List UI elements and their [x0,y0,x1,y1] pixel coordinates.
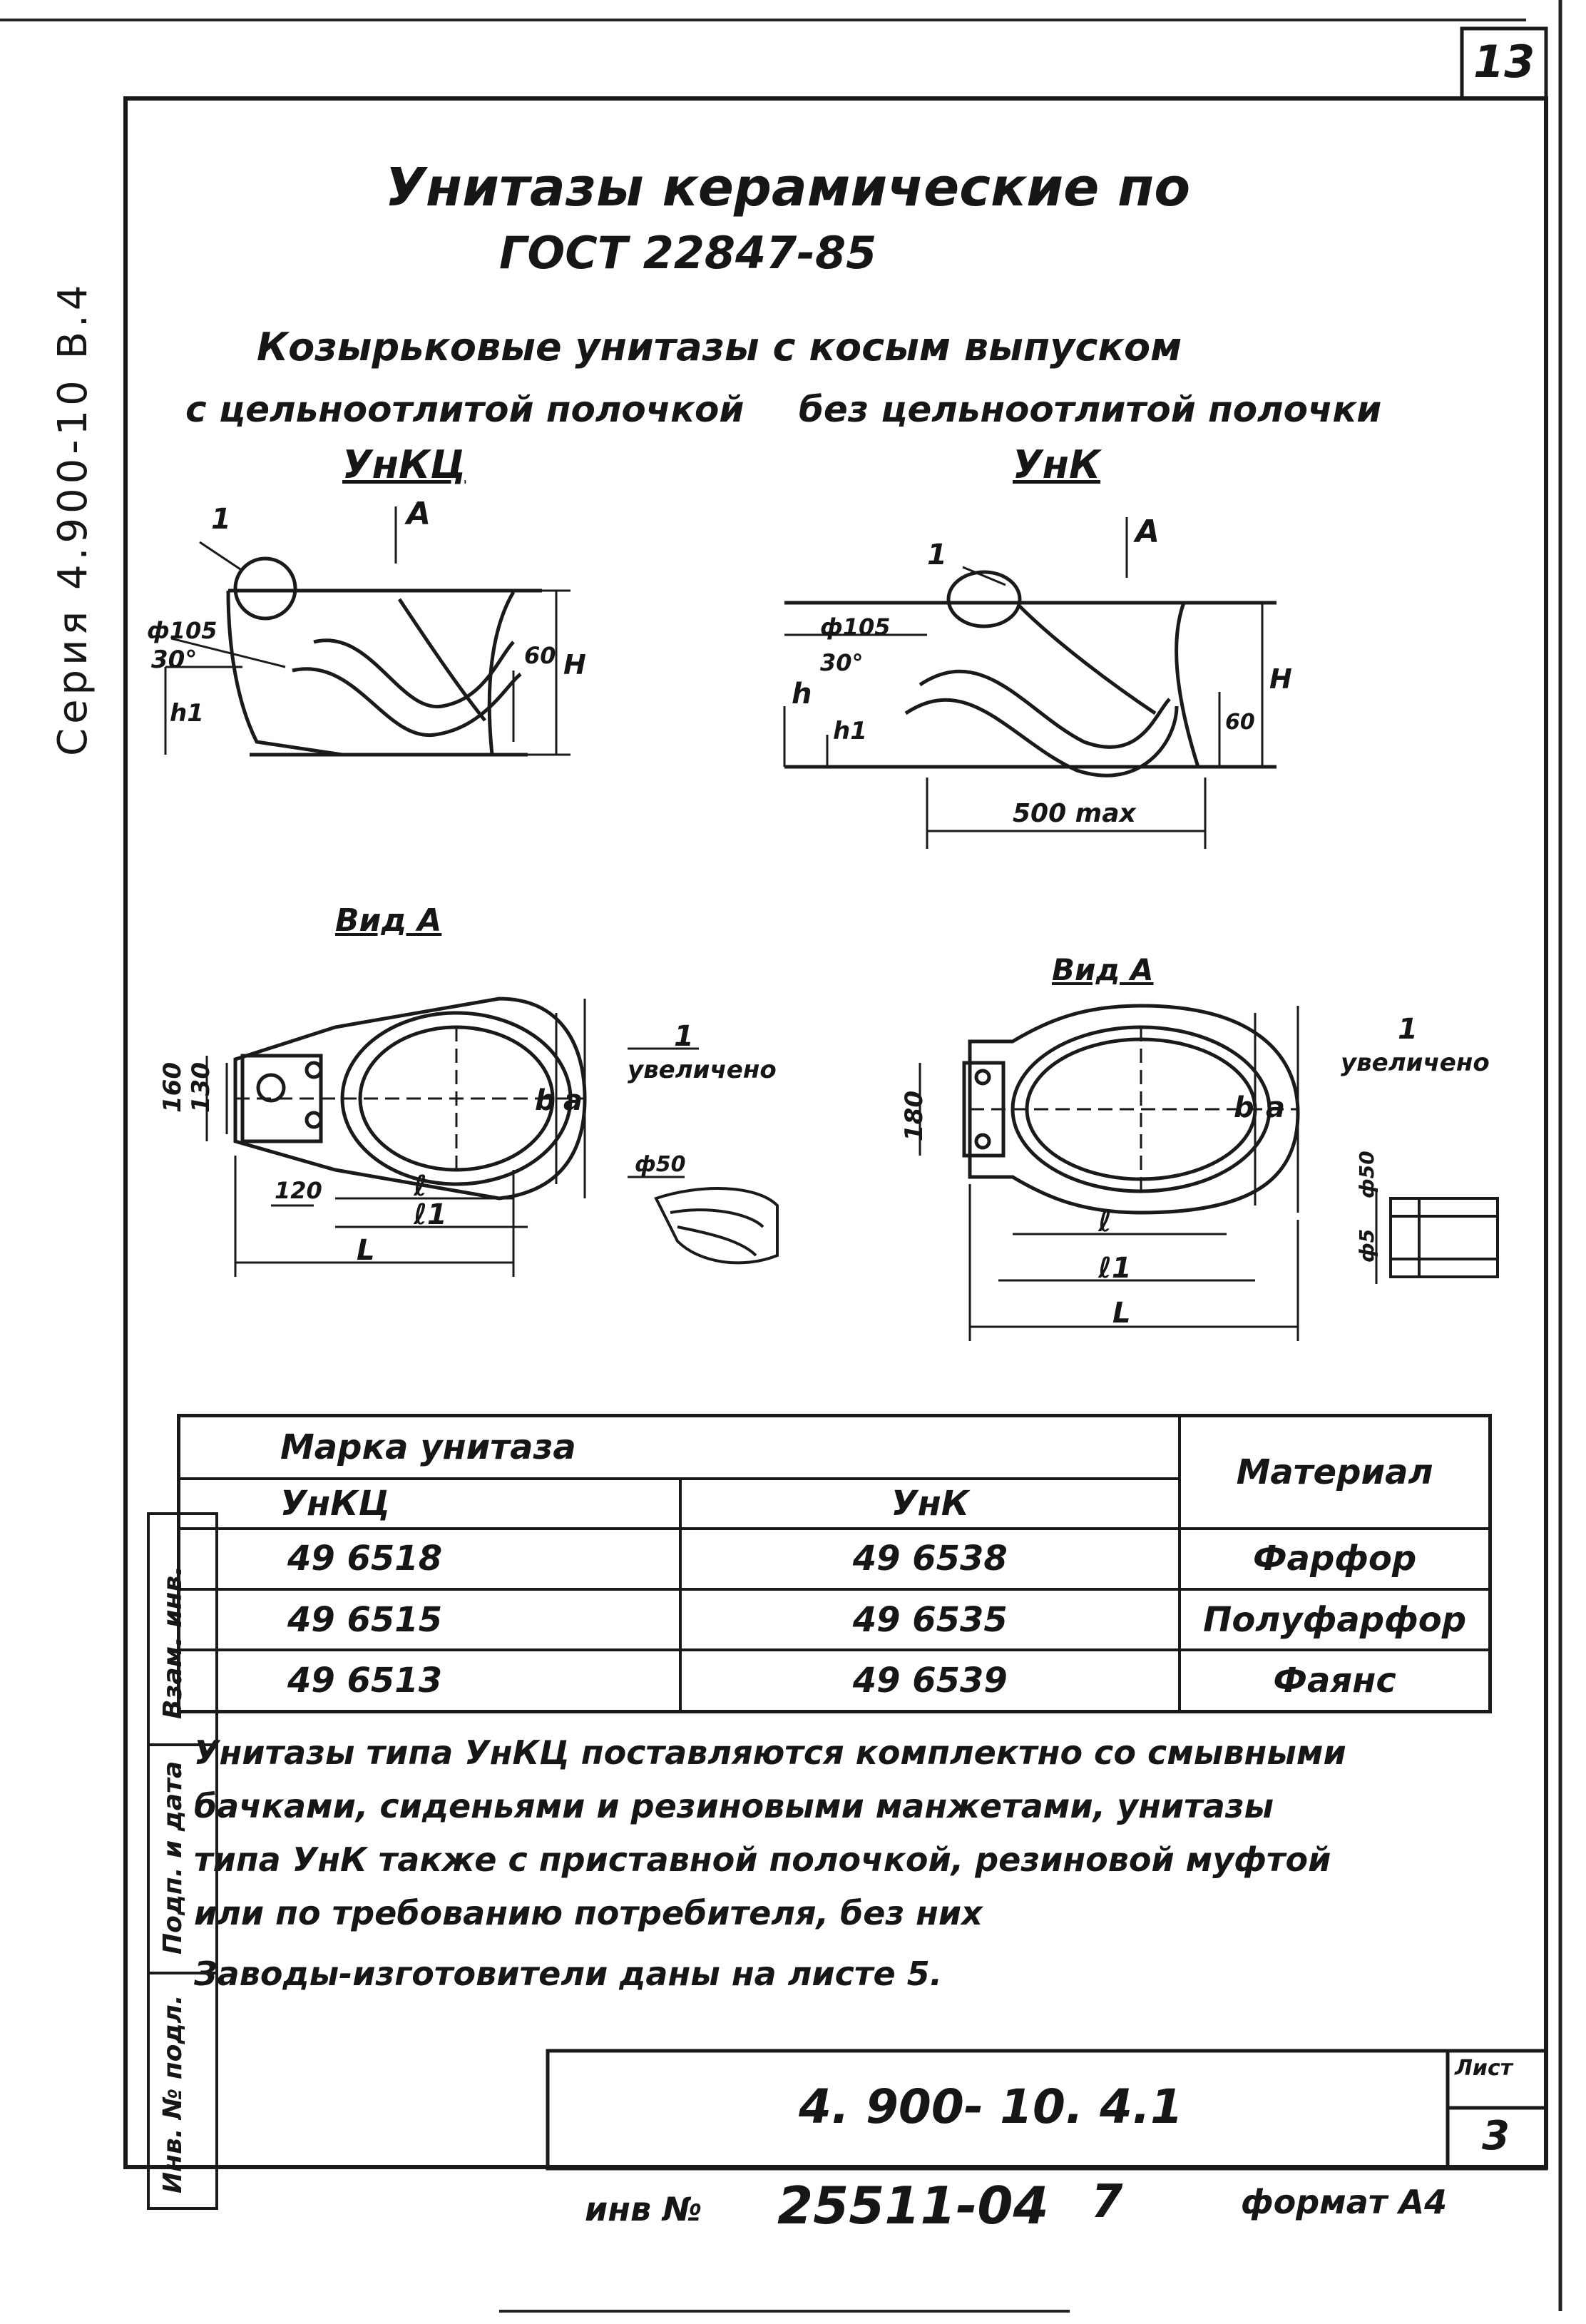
right-callout: 1 [927,539,947,571]
left-detail-scale: 1 [674,1020,694,1053]
left-dim-h1: h1 [170,699,204,728]
table-row: 49 6515 49 6535 Полуфарфор [177,1587,1492,1652]
table-header-material: Материал [1178,1414,1492,1530]
right-dim-L: L [1112,1297,1131,1330]
left-dim-diam: ф105 [147,617,218,644]
right-detail-scale: 1 [1398,1013,1418,1046]
left-side-view [164,506,571,757]
table-cell-material: Фарфор [1178,1527,1492,1591]
subtitle: Козырьковые унитазы с косым выпуском [257,325,1182,370]
table-row: 49 6518 49 6538 Фарфор [177,1527,1492,1591]
sheet-label: Лист [1455,2056,1513,2081]
left-dim-l1: ℓ1 [414,1198,447,1231]
table-cell-unkc: 49 6518 [177,1527,682,1591]
table-cell-unk: 49 6539 [679,1648,1182,1713]
right-plan-view [919,1004,1300,1341]
right-side-view [783,517,1277,849]
right-dim-180: 180 [900,1091,928,1141]
stamp-label: Инв. № подл. [158,1994,188,2193]
sheet-number: 13 [1473,36,1535,88]
right-dim-60: 60 [1225,710,1255,735]
page-title-standard: ГОСТ 22847-85 [499,227,877,279]
left-detail-dim: ф50 [635,1152,686,1177]
subtitle-left: с цельноотлитой полочкой [185,389,745,430]
right-detail-dim: ф50 [1355,1151,1378,1198]
table-cell-material: Полуфарфор [1178,1587,1492,1652]
right-detail-label: увеличено [1341,1049,1490,1077]
left-plan-view [205,997,587,1277]
left-dim-160: 160 [158,1062,187,1113]
footer-format: формат А4 [1241,2183,1448,2221]
note-line: Заводы-изготовители даны на листе 5. [194,1954,943,1993]
page-title: Унитазы керамические по [385,157,1191,218]
right-dim-angle: 30° [820,649,864,676]
left-dim-120: 120 [275,1177,322,1204]
left-dim-130: 130 [187,1062,215,1113]
right-detail-view [1375,1191,1499,1284]
right-dim-a: a [1266,1091,1285,1124]
left-dim-L: L [357,1234,375,1267]
left-dim-l: ℓ [414,1170,427,1203]
left-dim-angle: 30° [151,646,198,674]
note-line: или по требованию потребителя, без них [194,1894,983,1932]
right-dim-H: H [1269,663,1292,695]
stamp-label: Подп. и дата [158,1760,188,1954]
stamp-column [147,1512,218,2210]
right-section-mark: А [1135,514,1160,550]
left-section-mark: А [406,496,431,532]
document-code: 4. 900- 10. 4.1 [799,2079,1183,2134]
left-detail-view [628,1047,779,1265]
left-dim-a: a [563,1084,583,1117]
table-header-unk: УнК [679,1477,1182,1530]
table-header-unkc: УнКЦ [177,1477,682,1530]
footer-extra: 7 [1091,2176,1123,2228]
right-drawing-name: УнК [1013,442,1101,487]
right-dim-l: ℓ [1098,1206,1112,1238]
left-view-label: Вид А [335,902,442,939]
note-line: типа УнК также с приставной полочкой, ре… [194,1840,1331,1879]
sheet-value: 3 [1482,2113,1510,2159]
series-label: Серия 4.900-10 В.4 [50,280,96,756]
stamp-label: Взам. инв. [158,1566,188,1719]
left-dim-60: 60 [524,642,556,669]
table-row: 49 6513 49 6539 Фаянс [177,1648,1492,1713]
note-line: Унитазы типа УнКЦ поставляются комплектн… [194,1733,1346,1772]
table-header-group: Марка унитаза [177,1414,1182,1480]
right-dim-diam: ф105 [820,613,891,641]
right-dim-b: b [1234,1091,1254,1124]
right-view-label: Вид А [1052,952,1154,987]
right-dim-h: h [792,678,812,710]
left-dim-b: b [535,1084,556,1117]
note-line: бачками, сиденьями и резиновыми манжетам… [194,1787,1274,1825]
right-dim-l1: ℓ1 [1098,1252,1132,1285]
footer-inv-number: 25511-04 [777,2176,1049,2236]
table-cell-material: Фаянс [1178,1648,1492,1713]
left-dim-H: H [563,649,586,681]
right-dim-h1: h1 [833,717,867,745]
footer-inv-label: инв № [585,2190,702,2228]
table-cell-unkc: 49 6513 [177,1648,682,1713]
right-detail-dim2: ф5 [1355,1228,1378,1263]
table-cell-unk: 49 6538 [679,1527,1182,1591]
right-dim-500: 500 max [1013,799,1136,828]
table-cell-unkc: 49 6515 [177,1587,682,1652]
marks-table: Марка унитаза Материал УнКЦ УнК 49 6518 … [177,1414,1492,1713]
left-detail-label: увеличено [628,1056,777,1084]
subtitle-right: без цельноотлитой полочки [799,389,1382,430]
sheet-number-box [1460,26,1548,101]
left-callout: 1 [211,503,231,536]
left-drawing-name: УнКЦ [342,442,466,487]
table-cell-unk: 49 6535 [679,1587,1182,1652]
